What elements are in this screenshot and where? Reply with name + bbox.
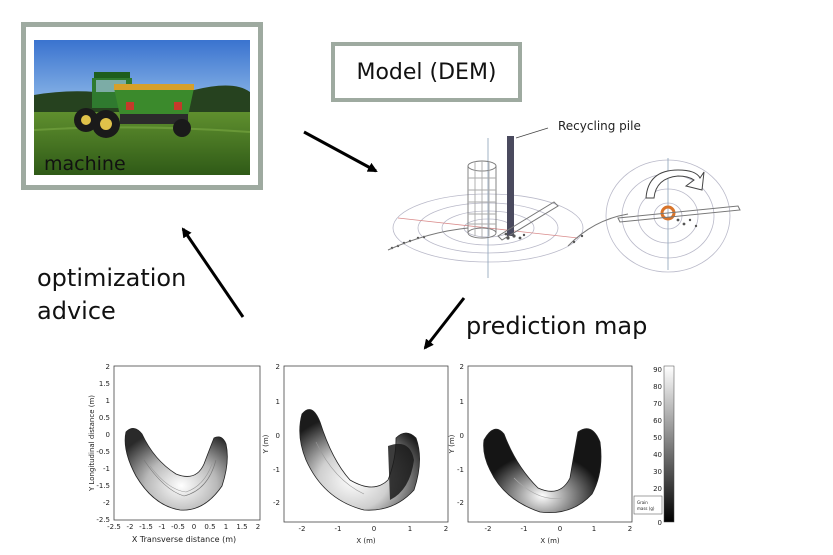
map-3: 2 1 0 -1 -2 -2 -1 0 1 2 X (m) Y (m): [448, 363, 633, 545]
map-1-ytick: -1: [103, 465, 110, 473]
map-3-pattern: [483, 428, 602, 513]
map-2-xtick: -1: [335, 525, 342, 533]
map-1-xtick: 0: [192, 523, 196, 531]
rotation-arrow-icon: [645, 169, 705, 199]
colorbar: 90 80 70 60 50 40 30 20 10 0 Grain mass …: [633, 365, 675, 527]
optimization-label-line1: optimization: [37, 264, 187, 292]
map-3-ylabel: Y (m): [448, 434, 456, 454]
colorbar-tick: 0: [658, 519, 662, 527]
map-3-xtick: -2: [485, 525, 492, 533]
spray-trail-right: [567, 213, 629, 247]
recycling-pile-callout-line: [515, 127, 549, 139]
colorbar-legend-line2: mass (g): [637, 506, 655, 511]
colorbar-tick: 30: [653, 468, 662, 476]
map-3-xtick: 0: [558, 525, 562, 533]
map-1-xtick: -0.5: [171, 523, 185, 531]
map-3-ytick: -2: [457, 499, 464, 507]
map-3-xtick: 1: [592, 525, 596, 533]
spout: [497, 201, 559, 241]
map-1-xtick: 1.5: [236, 523, 247, 531]
map-1-ytick: -0.5: [96, 448, 110, 456]
map-2-xtick: 0: [372, 525, 376, 533]
map-3-ytick: 0: [460, 432, 464, 440]
optimization-advice-label: optimization advice: [37, 262, 186, 328]
colorbar-legend-box: [633, 495, 663, 515]
colorbar-tick: 50: [653, 434, 662, 442]
map-2-ytick: -2: [273, 499, 280, 507]
arrow-to-map: [423, 297, 466, 350]
map-1-ytick: -2.5: [96, 516, 110, 524]
map-1-ylabel: Y Longitudinal distance (m): [88, 395, 96, 492]
map-2-xtick: -2: [299, 525, 306, 533]
machine-photo-card: machine: [21, 22, 263, 190]
map-1-pattern: [124, 428, 228, 511]
colorbar-tick: 40: [653, 451, 662, 459]
map-1-xtick: 2: [256, 523, 260, 531]
spout-right: [617, 205, 741, 223]
map-1-ytick: -2: [103, 499, 110, 507]
map-1: 2 1.5 1 0.5 0 -0.5 -1 -1.5 -2 -2.5 -2.5 …: [88, 363, 261, 544]
map-1-yticks: 2 1.5 1 0.5 0 -0.5 -1 -1.5 -2 -2.5: [96, 363, 110, 524]
tractor-spreader-photo: [34, 40, 250, 175]
map-1-ytick: 1: [106, 397, 110, 405]
map-2-xtick: 1: [408, 525, 412, 533]
particle-spray-right: [572, 218, 698, 244]
map-2-ytick: 0: [276, 432, 280, 440]
prediction-map-label: prediction map: [466, 312, 648, 340]
model-box: Model (DEM): [331, 42, 522, 102]
colorbar-tick: 20: [653, 485, 662, 493]
colorbar-tick: 90: [653, 366, 662, 374]
map-1-xtick: 0.5: [204, 523, 215, 531]
map-2-ytick: -1: [273, 466, 280, 474]
map-1-xtick: -1.5: [139, 523, 153, 531]
map-2-ytick: 1: [276, 398, 280, 406]
map-3-yticks: 2 1 0 -1 -2: [457, 363, 464, 507]
arrow-to-model: [303, 130, 378, 173]
colorbar-tick: 80: [653, 383, 662, 391]
map-2-xtick: 2: [444, 525, 448, 533]
map-2: 2 1 0 -1 -2 -2 -1 0 1 2 X (m) Y (m): [262, 363, 449, 545]
optimization-label-line2: advice: [37, 297, 116, 325]
map-1-xticks: -2.5 -2 -1.5 -1 -0.5 0 0.5 1 1.5 2: [107, 523, 260, 531]
map-1-ytick: 1.5: [99, 380, 110, 388]
map-1-xtick: -1: [159, 523, 166, 531]
colorbar-legend-line1: Grain: [637, 500, 648, 505]
map-1-xtick: 1: [224, 523, 228, 531]
map-3-ytick: 2: [460, 363, 464, 371]
colorbar-tick: 60: [653, 417, 662, 425]
map-1-ytick: 0: [106, 431, 110, 439]
machine-label: machine: [44, 153, 126, 175]
colorbar-gradient: [663, 365, 675, 523]
map-2-yticks: 2 1 0 -1 -2: [273, 363, 280, 507]
map-1-xtick: -2: [127, 523, 134, 531]
model-label: Model (DEM): [356, 59, 497, 85]
map-1-ytick: 0.5: [99, 414, 110, 422]
map-2-ytick: 2: [276, 363, 280, 371]
map-2-ylabel: Y (m): [262, 434, 270, 454]
dem-cylinder: [467, 160, 497, 239]
dem-simulation-figure: Recycling pile: [387, 119, 741, 278]
map-1-ytick: -1.5: [96, 482, 110, 490]
map-1-ytick: 2: [106, 363, 110, 371]
recycling-pile-callout: Recycling pile: [558, 119, 641, 133]
arrow-to-machine: [181, 227, 245, 318]
recycling-pile: [507, 136, 514, 236]
spinning-disc: [660, 205, 676, 221]
map-1-xlabel: X Transverse distance (m): [132, 535, 236, 544]
map-3-ytick: -1: [457, 466, 464, 474]
map-3-xticks: -2 -1 0 1 2: [485, 525, 633, 533]
colorbar-tick: 70: [653, 400, 662, 408]
spray-trail-left: [387, 227, 469, 251]
map-3-ytick: 1: [460, 398, 464, 406]
map-3-xlabel: X (m): [540, 537, 560, 545]
map-2-xlabel: X (m): [356, 537, 376, 545]
map-3-xtick: -1: [521, 525, 528, 533]
map-2-xticks: -2 -1 0 1 2: [299, 525, 449, 533]
map-1-xtick: -2.5: [107, 523, 121, 531]
prediction-maps: 2 1.5 1 0.5 0 -0.5 -1 -1.5 -2 -2.5 -2.5 …: [88, 363, 675, 545]
map-3-xtick: 2: [628, 525, 632, 533]
